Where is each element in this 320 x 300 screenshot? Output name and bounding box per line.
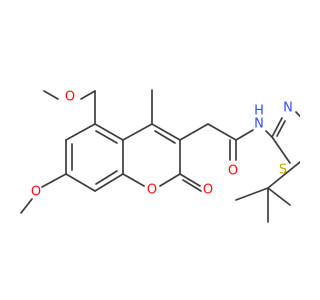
structure-diagram: O O O O O N H N N S <box>20 89 300 223</box>
atom-amide-hydrogen: H <box>254 104 264 119</box>
atom-thiadiazole-nitrogen-1: N <box>283 101 293 116</box>
atom-thiadiazole-sulfur: S <box>279 163 287 178</box>
atom-methoxy-oxygen-top: O <box>65 90 75 105</box>
bond-skeleton <box>20 89 300 223</box>
atom-amide-nitrogen: N <box>254 117 264 132</box>
molecule-canvas: O O O O O N H N N S <box>20 89 300 223</box>
atom-amide-oxygen: O <box>228 164 238 179</box>
atom-methoxy-oxygen-left: O <box>31 185 41 200</box>
atom-ring-oxygen: O <box>147 183 157 198</box>
atom-lactone-oxygen: O <box>203 183 213 198</box>
atom-labels: O O O O O N H N N S <box>31 90 293 200</box>
